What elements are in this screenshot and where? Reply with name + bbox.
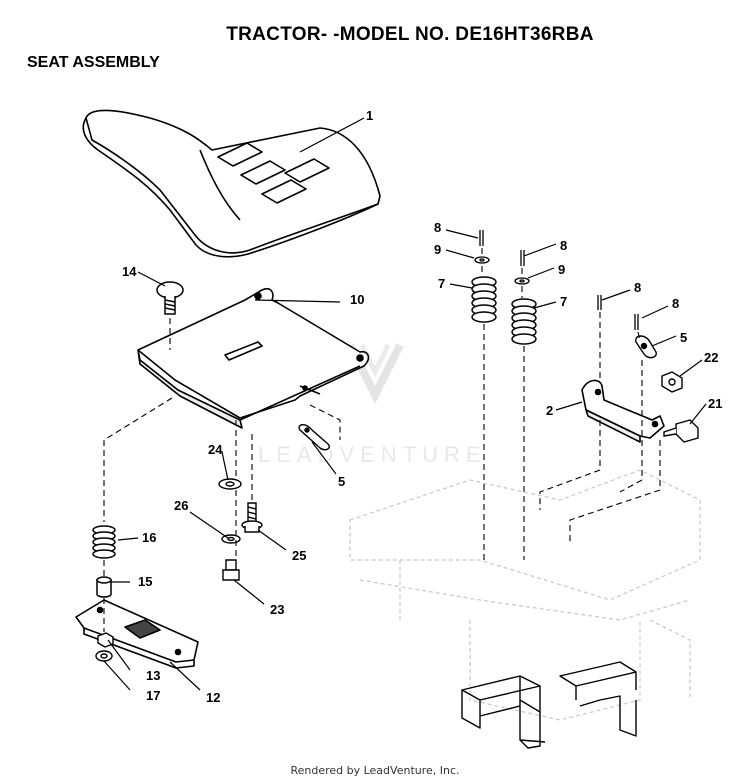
cotter-pins-8 xyxy=(479,230,639,330)
callout-17: 17 xyxy=(146,688,160,703)
washer-9a xyxy=(474,256,490,264)
hex-nut-13 xyxy=(97,632,114,648)
washer-24 xyxy=(218,478,242,490)
hair-clip-5b xyxy=(635,335,657,359)
callout-21: 21 xyxy=(708,396,722,411)
callout-9a: 9 xyxy=(434,242,441,257)
seat xyxy=(82,109,381,258)
callout-10: 10 xyxy=(350,292,364,307)
watermark-text: LEADVENTURE xyxy=(258,442,487,467)
callout-8d: 8 xyxy=(672,296,679,311)
carriage-bolt xyxy=(156,281,184,315)
callout-5b: 5 xyxy=(680,330,687,345)
spring-7b xyxy=(511,298,537,345)
seat-pan xyxy=(137,287,370,429)
callout-13: 13 xyxy=(146,668,160,683)
callout-7b: 7 xyxy=(560,294,567,309)
flange-bolt-25 xyxy=(241,502,263,533)
callout-9b: 9 xyxy=(558,262,565,277)
callout-26: 26 xyxy=(174,498,188,513)
callout-24: 24 xyxy=(208,442,223,457)
diagram-title: TRACTOR- -MODEL NO. DE16HT36RBA xyxy=(226,24,594,45)
callout-labels: 1 2 5 5 7 7 8 8 8 8 9 9 10 12 13 14 15 1… xyxy=(122,108,722,705)
callout-5a: 5 xyxy=(338,474,345,489)
section-title: SEAT ASSEMBLY xyxy=(27,54,160,71)
spring-small xyxy=(92,525,116,559)
callout-8a: 8 xyxy=(434,220,441,235)
washer-9b xyxy=(514,277,530,285)
hair-clip-5a xyxy=(298,424,330,451)
callout-25: 25 xyxy=(292,548,306,563)
callout-12: 12 xyxy=(206,690,220,705)
callout-15: 15 xyxy=(138,574,152,589)
callout-8b: 8 xyxy=(560,238,567,253)
shoulder-bolt-21 xyxy=(663,419,699,443)
callout-22: 22 xyxy=(704,350,718,365)
callout-8c: 8 xyxy=(634,280,641,295)
hex-bolt-23 xyxy=(222,559,240,581)
leader-lines xyxy=(103,117,707,691)
callout-1: 1 xyxy=(366,108,373,123)
callout-14: 14 xyxy=(122,264,137,279)
spacer xyxy=(96,576,112,598)
slide-rail xyxy=(75,599,199,669)
tractor-frame-outline xyxy=(349,469,701,721)
exploded-parts-diagram: LEADVENTURE xyxy=(75,108,722,749)
seat-bracket xyxy=(581,379,665,443)
tractor-lower-frame xyxy=(461,661,637,749)
footer-credit: Rendered by LeadVenture, Inc. xyxy=(290,764,460,777)
assembly-lines xyxy=(103,248,661,632)
lock-washer-17 xyxy=(95,650,113,662)
callout-16: 16 xyxy=(142,530,156,545)
callout-23: 23 xyxy=(270,602,284,617)
callout-7a: 7 xyxy=(438,276,445,291)
callout-2: 2 xyxy=(546,403,553,418)
spring-7a xyxy=(471,276,497,323)
hex-nut-22 xyxy=(661,371,683,393)
